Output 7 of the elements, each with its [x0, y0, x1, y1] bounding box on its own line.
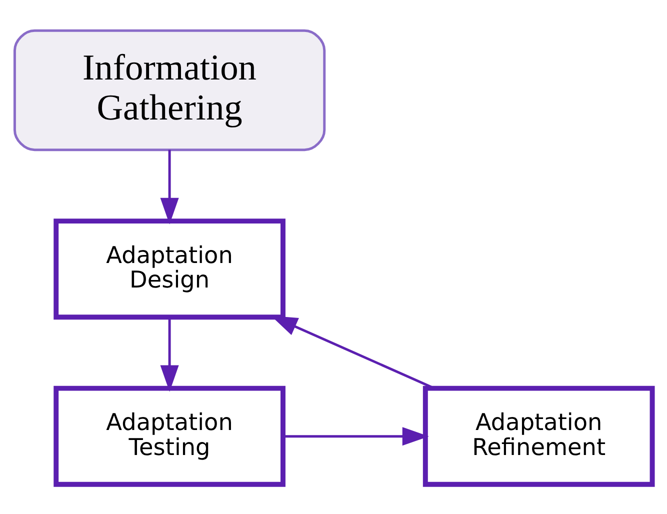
- arrow: [284, 426, 429, 446]
- node-box: Information Gathering: [13, 28, 326, 151]
- node-box: Adaptation Design: [54, 218, 286, 320]
- arrow: [160, 316, 179, 392]
- node-box: Adaptation Refinement: [422, 385, 655, 486]
- node-box: Adaptation Testing: [54, 385, 286, 486]
- arrow: [160, 149, 179, 224]
